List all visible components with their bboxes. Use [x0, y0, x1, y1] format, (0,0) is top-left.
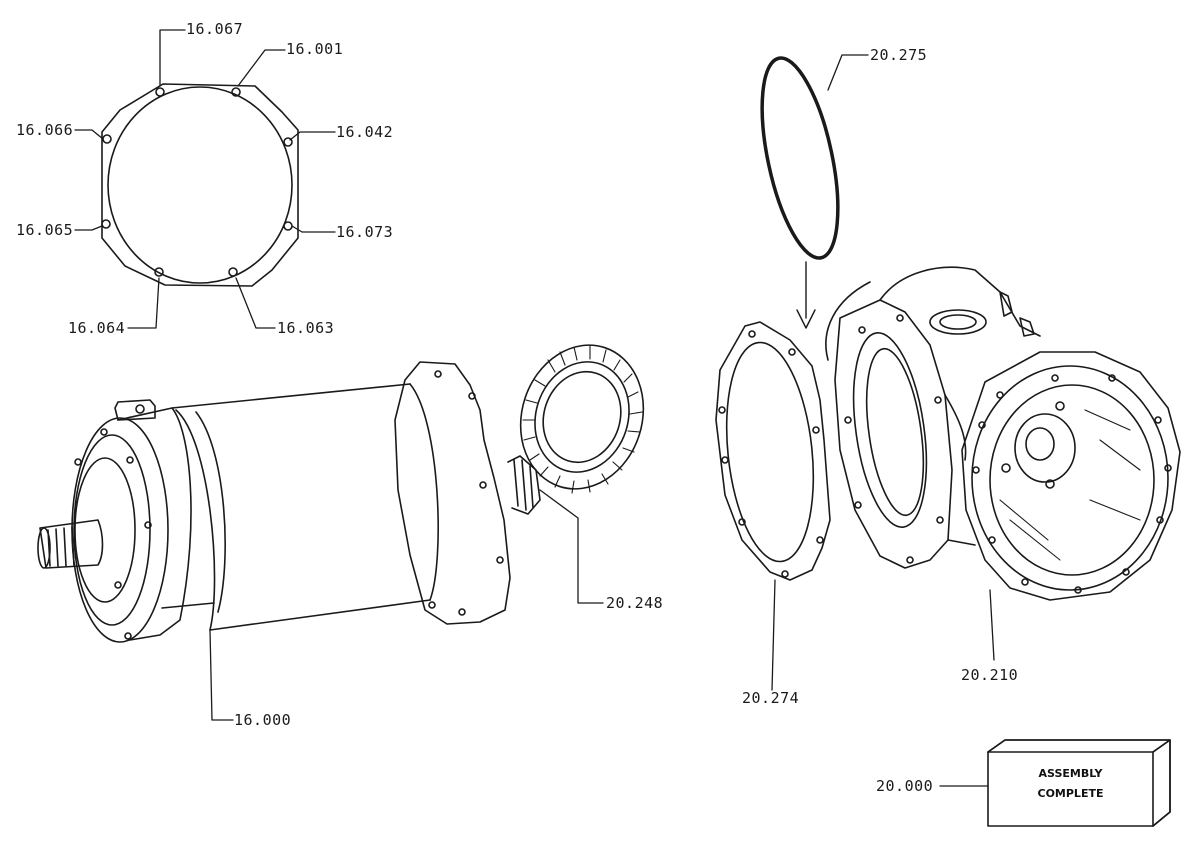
motor-drawing	[37, 361, 541, 721]
label-16-063: 16.063	[277, 319, 335, 337]
ring-gear-drawing	[519, 344, 645, 604]
housing-drawing	[825, 266, 1181, 661]
insertion-arrow-icon	[796, 261, 816, 329]
label-20-275: 20.275	[870, 46, 928, 64]
o-ring-leader-line	[827, 54, 869, 91]
label-16-073: 16.073	[336, 223, 394, 241]
label-16-042: 16.042	[336, 123, 394, 141]
label-20-210: 20.210	[961, 666, 1019, 684]
assembly-label-line2: COMPLETE	[1037, 787, 1104, 800]
assembly-box-drawing	[939, 739, 1171, 827]
label-16-001: 16.001	[286, 40, 344, 58]
label-16-064: 16.064	[68, 319, 126, 337]
label-20-000: 20.000	[876, 777, 934, 795]
o-ring-drawing	[760, 54, 869, 329]
motor-leader-line	[209, 629, 234, 721]
assembly-label-line1: ASSEMBLY	[1038, 767, 1103, 780]
gasket-leader-lines	[74, 29, 336, 329]
label-16-066: 16.066	[16, 121, 74, 139]
label-16-065: 16.065	[16, 221, 74, 239]
gasket-drawing	[715, 321, 831, 691]
gasket-bolt-holes	[101, 87, 293, 277]
label-20-274: 20.274	[742, 689, 800, 707]
gasket-leader-line	[771, 579, 776, 691]
label-20-248: 20.248	[606, 594, 664, 612]
assembly-complete-label: ASSEMBLY COMPLETE	[988, 764, 1153, 804]
label-16-000: 16.000	[234, 711, 292, 729]
label-16-067: 16.067	[186, 20, 244, 38]
ring-gear-leader-line	[539, 489, 604, 604]
housing-leader-line	[989, 589, 995, 661]
gasket-detail-drawing	[74, 29, 336, 329]
